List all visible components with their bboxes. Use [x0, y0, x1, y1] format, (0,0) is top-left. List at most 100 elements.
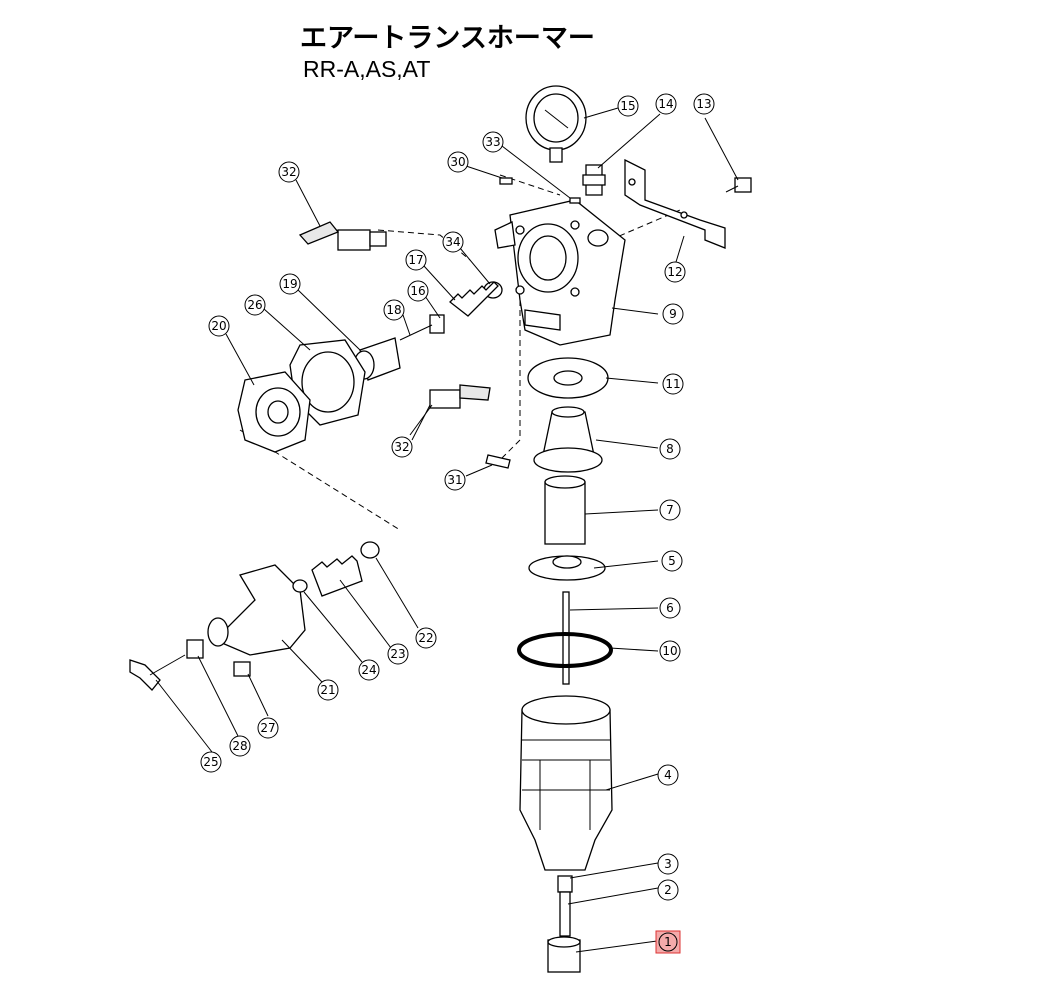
drain-nut	[547, 936, 581, 973]
callout-31: 31	[444, 469, 466, 491]
callout-10: 10	[659, 640, 681, 662]
callout-26: 26	[244, 294, 266, 316]
callout-label: 13	[696, 97, 711, 111]
drain-cock	[409, 384, 491, 436]
drain-cock	[298, 221, 387, 251]
washer	[292, 579, 308, 593]
callout-18: 18	[383, 299, 405, 321]
callout-28: 28	[229, 735, 251, 757]
center-rod	[562, 591, 570, 685]
callout-label: 7	[666, 503, 674, 517]
callout-label: 21	[320, 683, 335, 697]
regulator-bonnet	[207, 564, 306, 656]
callout-8: 8	[659, 438, 681, 460]
assembly-line	[377, 229, 471, 261]
screw	[233, 661, 251, 677]
callout-2: 2	[657, 879, 679, 901]
callout-34: 34	[442, 231, 464, 253]
callout-33: 33	[482, 131, 504, 153]
callout-label: 32	[394, 440, 409, 454]
model-numbers: RR-A,AS,AT	[303, 56, 431, 82]
callout-label: 18	[386, 303, 401, 317]
callout-label: 24	[361, 663, 376, 677]
callout-label: 20	[211, 319, 226, 333]
callout-label: 25	[203, 755, 218, 769]
callout-23: 23	[387, 643, 409, 665]
callout-label: 4	[664, 768, 672, 782]
bowl-guard	[519, 695, 613, 871]
callout-label: 6	[666, 601, 674, 615]
regulator-spring	[311, 555, 363, 597]
diaphragm-plate	[237, 371, 311, 453]
label-plate	[569, 197, 581, 204]
callout-24: 24	[358, 659, 380, 681]
callout-label: 12	[667, 265, 682, 279]
callout-19: 19	[279, 273, 301, 295]
callout-25: 25	[200, 751, 222, 773]
nipple-fitting	[582, 164, 606, 196]
callout-22: 22	[415, 627, 437, 649]
diagram-title: エアートランスホーマー	[300, 23, 595, 54]
adjusting-handle	[129, 654, 186, 691]
callout-20: 20	[208, 315, 230, 337]
filter-element	[533, 406, 603, 473]
callout-label: 28	[232, 739, 247, 753]
callout-21: 21	[317, 679, 339, 701]
callout-11: 11	[662, 373, 684, 395]
callout-3: 3	[657, 853, 679, 875]
mounting-bracket	[624, 158, 726, 249]
callout-9: 9	[662, 303, 684, 325]
callout-4: 4	[657, 764, 679, 786]
callout-14: 14	[655, 93, 677, 115]
callout-label: 17	[408, 253, 423, 267]
callout-label: 27	[260, 721, 275, 735]
callout-13: 13	[693, 93, 715, 115]
lock-nut	[186, 639, 204, 659]
callout-label: 5	[668, 554, 676, 568]
leader-lines	[155, 107, 739, 953]
bowl-o-ring	[517, 632, 613, 668]
callout-label: 2	[664, 883, 672, 897]
callout-12: 12	[664, 261, 686, 283]
filter-tube	[544, 475, 586, 545]
bolt	[725, 177, 752, 193]
callout-5: 5	[661, 550, 683, 572]
callout-label: 8	[666, 442, 674, 456]
assembly-line	[499, 300, 521, 461]
callout-label: 11	[665, 377, 680, 391]
callout-label: 31	[447, 473, 462, 487]
callout-label: 15	[620, 99, 635, 113]
callout-label: 30	[450, 155, 465, 169]
main-body	[494, 199, 626, 346]
callout-27: 27	[257, 717, 279, 739]
callout-label: 22	[418, 631, 433, 645]
callout-label: 9	[669, 307, 677, 321]
drain-stem	[559, 891, 571, 937]
callout-32: 32	[391, 436, 413, 458]
callout-30: 30	[447, 151, 469, 173]
callout-label: 34	[445, 235, 460, 249]
callout-label: 32	[281, 165, 296, 179]
valve-stem	[399, 314, 445, 341]
callout-6: 6	[659, 597, 681, 619]
callout-1: 1	[655, 930, 681, 954]
callout-label: 16	[410, 284, 425, 298]
drain-seat	[557, 875, 573, 893]
callout-label: 1	[664, 935, 672, 949]
callout-17: 17	[405, 249, 427, 271]
callout-label: 14	[658, 97, 673, 111]
callout-label: 10	[662, 644, 677, 658]
callout-label: 19	[282, 277, 297, 291]
callout-32: 32	[278, 161, 300, 183]
callout-15: 15	[617, 95, 639, 117]
callout-numbers: 1234567891011121314151617181920212223242…	[200, 93, 715, 954]
tag	[485, 454, 511, 469]
callout-7: 7	[659, 499, 681, 521]
spring	[449, 281, 499, 317]
callout-16: 16	[407, 280, 429, 302]
pressure-gauge	[525, 85, 587, 163]
callout-label: 23	[390, 647, 405, 661]
baffle-disc	[528, 555, 606, 581]
